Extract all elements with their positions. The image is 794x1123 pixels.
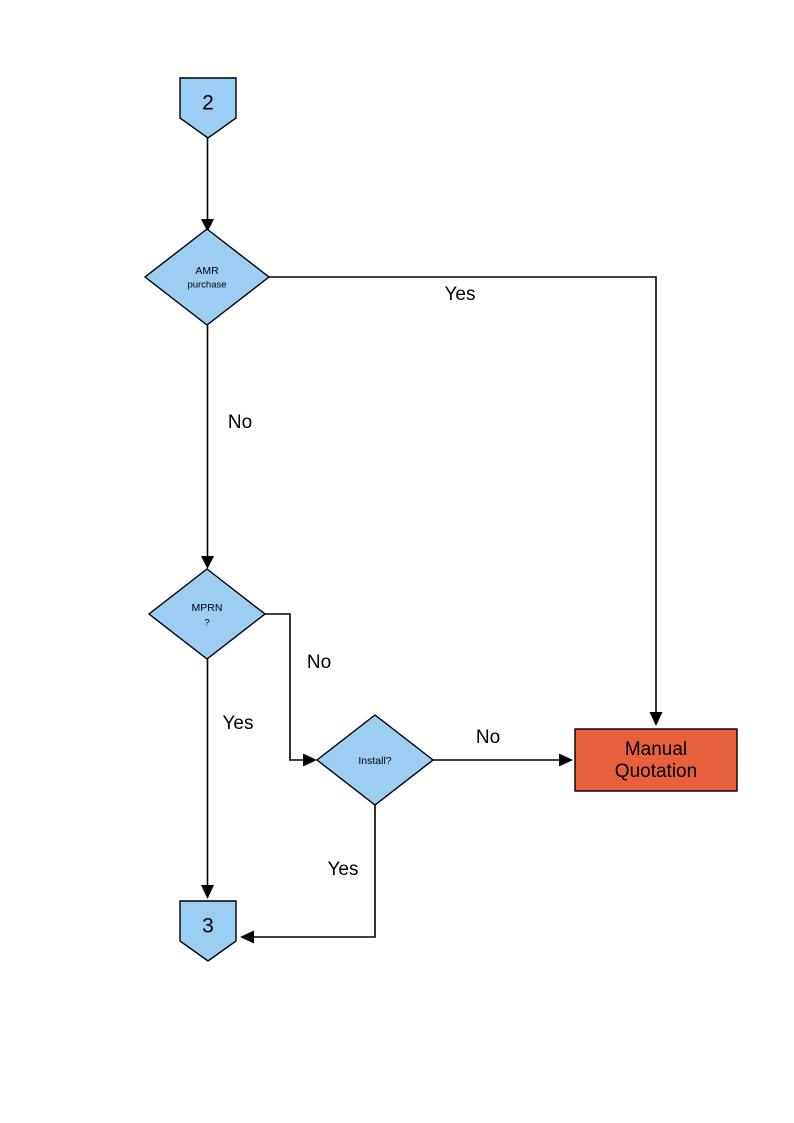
edge-line xyxy=(269,276,657,712)
edge-label-install-no: No xyxy=(476,727,500,748)
arrow-head-icon xyxy=(649,712,663,726)
edge-line xyxy=(252,805,376,938)
edge-install-yes-to-connector3: Yes xyxy=(240,805,376,944)
diamond-shape xyxy=(315,714,435,806)
node-label-connector-3: 3 xyxy=(202,915,214,938)
arrow-head-icon xyxy=(559,753,573,767)
arrow-head-icon xyxy=(201,556,214,569)
edge-label-mprn-yes: Yes xyxy=(223,713,254,734)
edge-install-no-to-manual-quotation: No xyxy=(433,727,573,767)
pentagon-shape xyxy=(179,900,237,962)
node-label-mprn-line2: ? xyxy=(204,618,209,629)
node-process-manual-quotation[interactable]: Manual Quotation xyxy=(574,728,738,792)
node-decision-amr-purchase[interactable]: AMR purchase xyxy=(143,228,271,326)
arrow-head-icon xyxy=(303,753,317,767)
edge-mprn-no-to-install: No xyxy=(265,613,331,767)
node-decision-mprn[interactable]: MPRN ? xyxy=(147,568,267,660)
node-decision-install[interactable]: Install? xyxy=(315,714,435,806)
diamond-shape xyxy=(143,228,271,326)
edge-mprn-yes-to-connector3: Yes xyxy=(201,659,254,899)
edge-line xyxy=(265,613,305,761)
node-off-page-connector-3[interactable]: 3 xyxy=(179,900,237,962)
edge-amr-no-to-mprn: No xyxy=(201,325,252,569)
arrow-head-icon xyxy=(240,930,254,944)
node-label-manual-quotation-line1: Manual xyxy=(625,739,687,760)
node-label-connector-2: 2 xyxy=(202,92,214,115)
pentagon-shape xyxy=(179,77,237,139)
node-label-mprn-line1: MPRN xyxy=(192,602,223,614)
edge-label-amr-yes: Yes xyxy=(445,284,476,305)
node-off-page-connector-2[interactable]: 2 xyxy=(179,77,237,139)
node-label-install: Install? xyxy=(358,755,391,767)
node-label-amr-line2: purchase xyxy=(187,280,226,291)
edge-label-mprn-no: No xyxy=(307,652,331,673)
edge-label-amr-no: No xyxy=(228,412,252,433)
edge-amr-yes-to-manual-quotation: Yes xyxy=(269,276,663,726)
node-label-amr-line1: AMR xyxy=(195,265,219,277)
diamond-shape xyxy=(147,568,267,660)
edge-connector2-to-amr xyxy=(201,138,214,232)
arrow-head-icon xyxy=(201,885,214,899)
node-label-manual-quotation-line2: Quotation xyxy=(615,761,697,782)
rectangle-shape xyxy=(574,728,738,792)
arrow-head-icon xyxy=(201,219,214,232)
edge-label-install-yes: Yes xyxy=(328,859,359,880)
